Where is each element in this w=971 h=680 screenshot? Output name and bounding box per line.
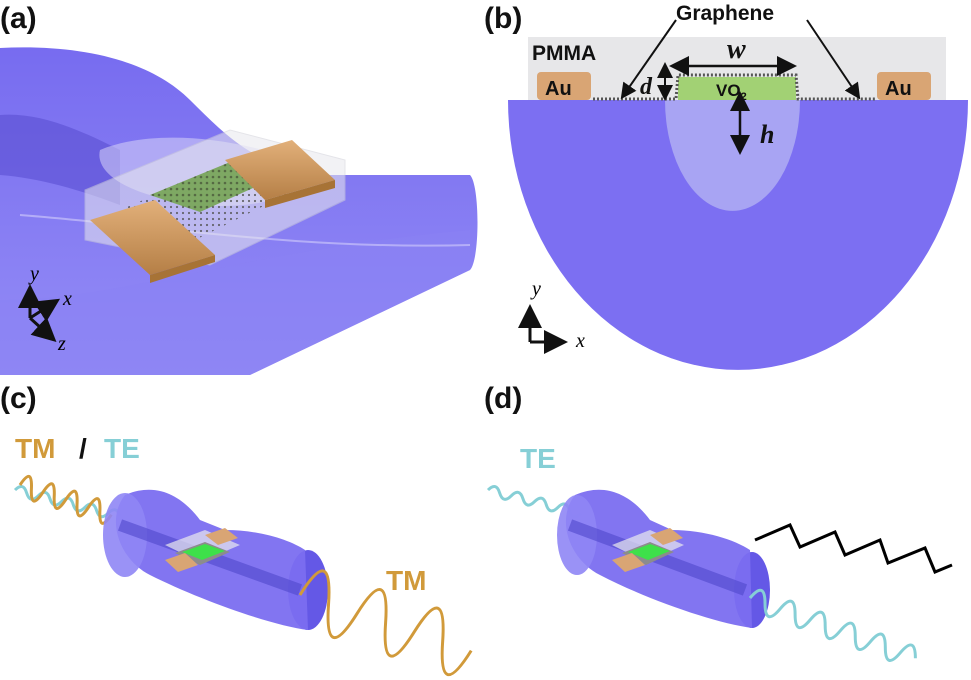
- axis-z-label-a: z: [57, 333, 66, 355]
- input-tm-wave-c: [18, 474, 113, 525]
- panel-label-c: (c): [0, 382, 37, 415]
- axis-y-label-b: y: [530, 278, 541, 300]
- au-electrode-a-front: [90, 200, 215, 275]
- graphene-label: Graphene: [676, 2, 774, 25]
- au-pad-right-b: [877, 72, 931, 100]
- panel-label-d: (d): [484, 382, 522, 415]
- input-tm-label-c: TM: [15, 433, 55, 464]
- output-tm-wave-c: [298, 569, 473, 677]
- h-label: h: [760, 120, 774, 149]
- vo2-chip-d: [628, 544, 670, 560]
- d-label: d: [640, 74, 653, 100]
- vo2-chip-c: [182, 544, 225, 560]
- graphene-arrow-left: [620, 19, 677, 100]
- axis-x-label-a: x: [62, 288, 72, 310]
- panel-a: y x z (a): [0, 2, 480, 376]
- fiber-core-a: [0, 114, 120, 205]
- panel-label-b: (b): [484, 2, 522, 35]
- au-electrode-a-back: [225, 140, 335, 200]
- input-te-label-c: TE: [104, 433, 140, 464]
- panel-c: (c) TM / TE TM: [0, 382, 473, 677]
- graphene-arrow-right: [806, 19, 861, 100]
- panel-label-a: (a): [0, 2, 37, 35]
- input-te-label-d: TE: [520, 443, 556, 474]
- w-label: w: [727, 34, 746, 65]
- au-label-left: Au: [545, 78, 572, 100]
- au-pad-left-b: [537, 72, 591, 100]
- axis-x-label-b: x: [575, 330, 585, 352]
- vo2-block-b: [678, 77, 796, 100]
- panel-b: PMMA Au Au VO2 Graphene w d h y x (b): [484, 2, 968, 370]
- au-label-right: Au: [885, 78, 912, 100]
- pmma-label: PMMA: [532, 42, 596, 65]
- square-wave-d: [754, 523, 953, 574]
- axes-b: [518, 304, 568, 354]
- axes-a: [18, 284, 61, 343]
- axis-y-label-a: y: [28, 263, 39, 285]
- output-tm-label-c: TM: [386, 565, 426, 596]
- fiber-core-b: [665, 100, 800, 211]
- panel-d: (d) TE: [484, 382, 953, 662]
- slash-label-c: /: [79, 433, 87, 464]
- fiber-cross-section-b: [508, 100, 968, 370]
- output-te-wave-d: [748, 588, 917, 662]
